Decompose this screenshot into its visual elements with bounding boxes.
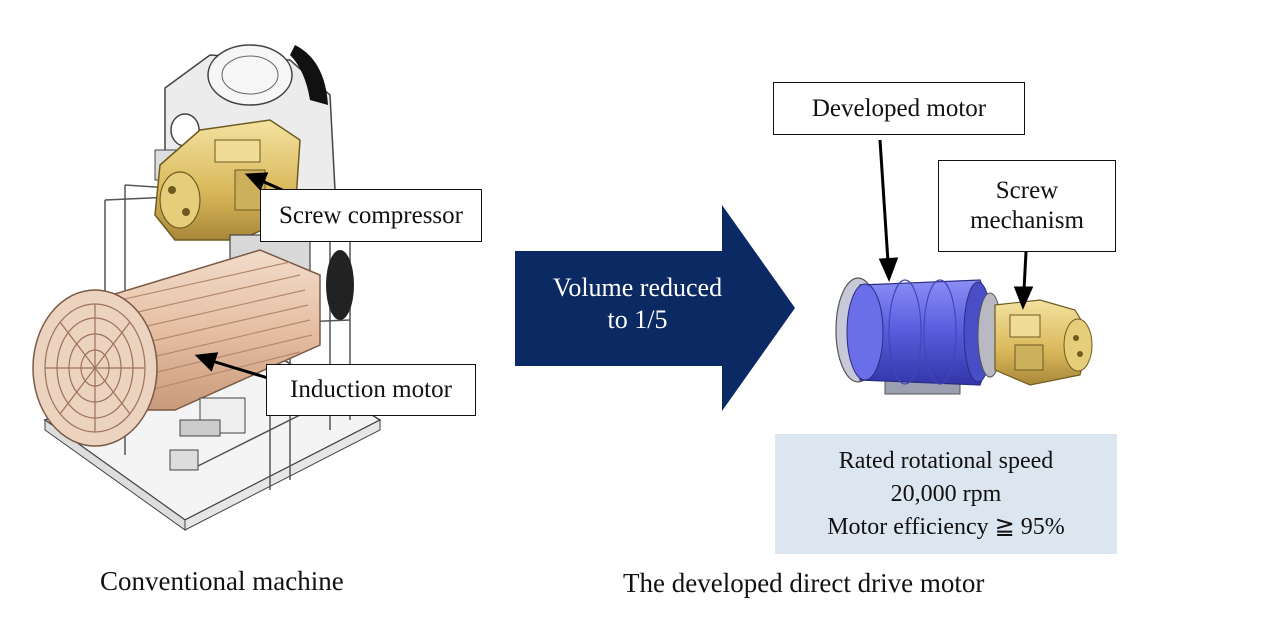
caption-conventional-machine: Conventional machine — [100, 566, 344, 596]
spec-line-efficiency: Motor efficiency ≧ 95% — [827, 513, 1065, 540]
caption-developed-motor: The developed direct drive motor — [623, 568, 985, 598]
arrow-label: Volume reduced to 1/5 — [515, 272, 760, 336]
developed-motor-text: Developed motor — [811, 94, 987, 122]
spec-line-rpm: 20,000 rpm — [890, 480, 1002, 507]
spec-line-rated-speed: Rated rotational speed — [838, 447, 1054, 474]
spec-box: Rated rotational speed 20,000 rpm Motor … — [775, 434, 1117, 554]
induction-motor-text: Induction motor — [290, 376, 452, 403]
screw-mechanism-text-1: Screw — [995, 177, 1059, 204]
screw-mechanism-label: Screw mechanism — [938, 160, 1116, 252]
screw-compressor-text: Screw compressor — [279, 201, 463, 229]
developed-motor-label: Developed motor — [773, 82, 1025, 135]
developed-motor-illustration — [835, 277, 1093, 395]
pointer-arrows-right — [878, 139, 1034, 310]
conventional-machine-illustration — [32, 44, 382, 531]
screw-compressor-label: Screw compressor — [260, 189, 482, 242]
screw-mechanism-text-2: mechanism — [970, 207, 1084, 234]
arrow-label-line-2: to 1/5 — [607, 305, 668, 334]
arrow-label-line-1: Volume reduced — [552, 273, 723, 302]
induction-motor-label: Induction motor — [266, 364, 476, 416]
volume-reduction-arrow — [515, 205, 795, 411]
